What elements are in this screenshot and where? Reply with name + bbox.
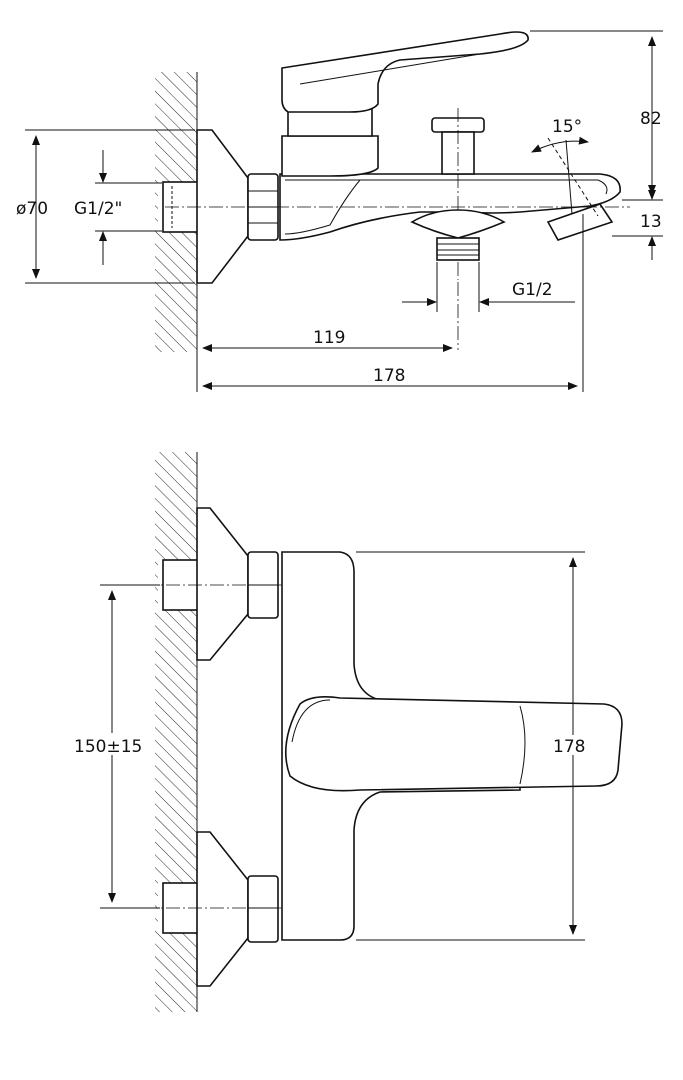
bottom-outlet [410, 209, 506, 261]
aerator [546, 203, 614, 241]
label-height: 82 [640, 109, 662, 129]
upper-inlet [100, 507, 320, 661]
label-front-height: 178 [553, 737, 585, 757]
dimension-inlet-thread: G1/2" [74, 150, 162, 265]
lever-handle [281, 31, 529, 113]
label-center-distance: 150±15 [74, 737, 142, 757]
label-angle: 15° [552, 117, 582, 137]
cartridge-housing [281, 135, 379, 177]
dimension-outlet-thread: G1/2 [402, 262, 575, 312]
front-view: 150±15 178 [72, 452, 623, 1012]
dimension-front-height: 178 [356, 551, 596, 941]
mixer-body-spout [279, 173, 621, 241]
dimension-aerator: 13 [612, 178, 663, 260]
dimension-diameter: ø70 [16, 129, 195, 284]
diverter-knob [431, 108, 485, 280]
dimension-length: 178 [202, 214, 584, 392]
label-length: 178 [373, 366, 405, 386]
dimension-angle: 15° [531, 117, 599, 217]
dimension-height: 82 [530, 30, 663, 201]
label-depth: 119 [313, 328, 345, 348]
dimension-center-distance: 150±15 [72, 584, 160, 909]
dimension-depth: 119 [196, 284, 453, 392]
label-outlet-thread: G1/2 [512, 280, 553, 300]
label-diameter: ø70 [16, 199, 48, 219]
label-inlet-thread: G1/2" [74, 199, 122, 219]
side-view: ø70 G1/2" 15° 82 13 [16, 30, 663, 392]
lever-front [284, 696, 623, 792]
label-aerator: 13 [640, 212, 662, 232]
escutcheon [196, 129, 249, 284]
